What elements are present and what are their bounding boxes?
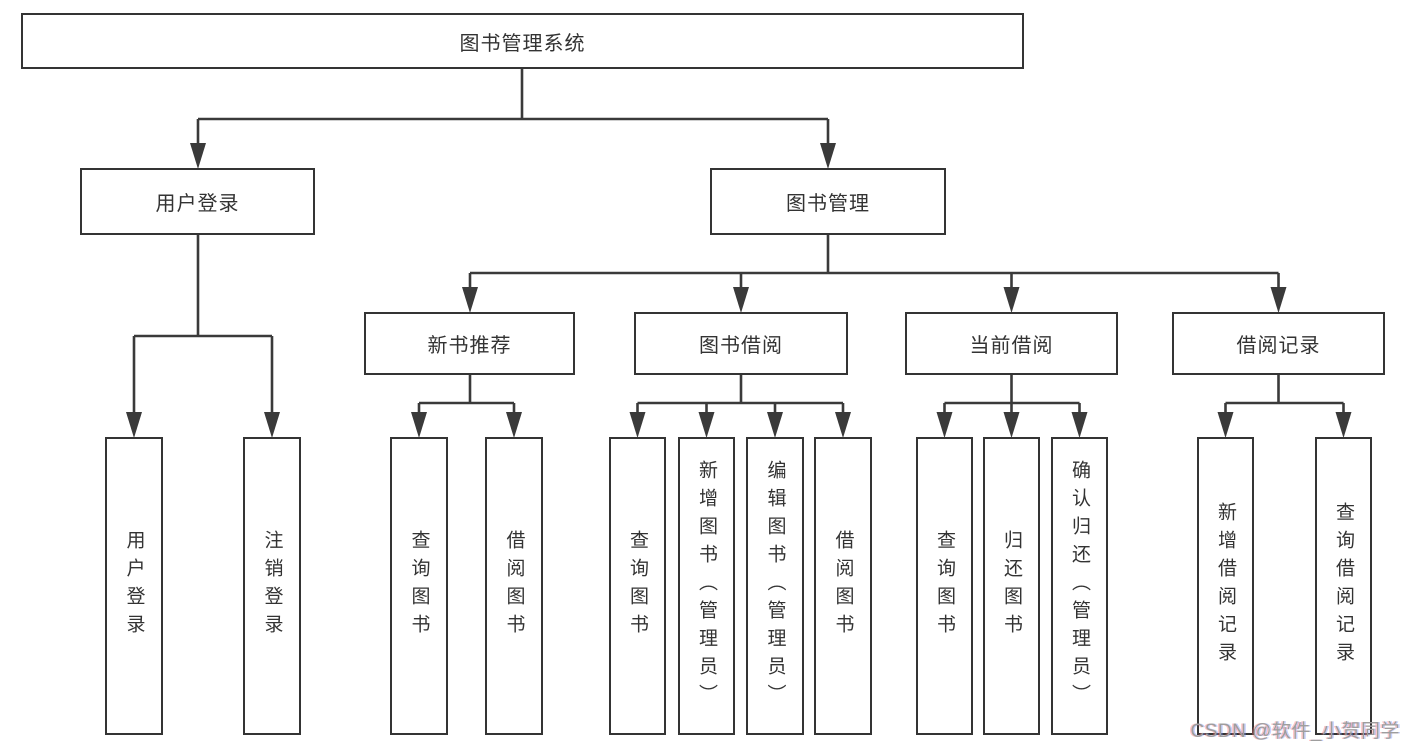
connector-borrow-records-children [1217, 375, 1352, 438]
node-root-system: 图书管理系统 [21, 13, 1024, 69]
leaf-query-books: 查询图书 [390, 437, 448, 735]
leaf-add-borrow-record: 新增借阅记录 [1197, 437, 1254, 735]
leaf-borrow-books: 借阅图书 [814, 437, 872, 735]
leaf-query-books: 查询图书 [609, 437, 666, 735]
node-book-borrowing: 图书借阅 [634, 312, 848, 375]
leaf-query-borrow-record: 查询借阅记录 [1315, 437, 1372, 735]
node-book-management: 图书管理 [710, 168, 946, 235]
node-new-book-recommend: 新书推荐 [364, 312, 575, 375]
leaf-add-books-admin: 新增图书（管理员） [678, 437, 735, 735]
csdn-watermark: CSDN @软件_小贺同学 [1190, 721, 1400, 742]
leaf-query-books: 查询图书 [916, 437, 973, 735]
leaf-return-books: 归还图书 [983, 437, 1040, 735]
connector-user-login-children [126, 235, 280, 438]
leaf-user-login: 用户登录 [105, 437, 163, 735]
connector-book-mgmt-to-level3 [462, 235, 1287, 313]
node-current-borrowing: 当前借阅 [905, 312, 1118, 375]
leaf-confirm-return-admin: 确认归还（管理员） [1051, 437, 1108, 735]
leaf-logout: 注销登录 [243, 437, 301, 735]
node-user-login: 用户登录 [80, 168, 315, 235]
connector-new-books-children [411, 375, 522, 438]
connector-book-borrow-children [629, 375, 851, 438]
leaf-edit-books-admin: 编辑图书（管理员） [746, 437, 804, 735]
connector-current-borrow-children [936, 375, 1088, 438]
leaf-borrow-books: 借阅图书 [485, 437, 543, 735]
connector-root-to-level2 [190, 69, 836, 169]
node-borrow-records: 借阅记录 [1172, 312, 1385, 375]
